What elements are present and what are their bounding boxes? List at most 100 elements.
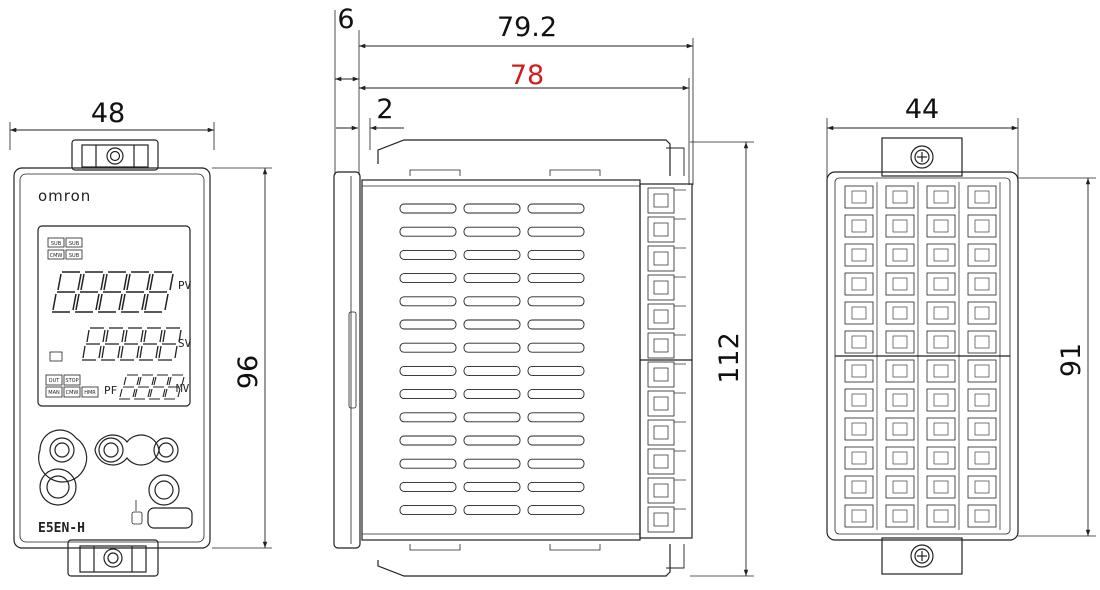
terminal-screw-head [653, 309, 669, 324]
terminal-rear [885, 388, 915, 412]
terminal-rear-inner [974, 422, 990, 436]
terminal-rear-inner [892, 393, 908, 407]
terminal-screw-head [653, 222, 669, 237]
terminal-rear [885, 417, 915, 441]
terminal-rear [885, 214, 915, 238]
lcd-window [37, 225, 191, 407]
terminal-rear [844, 504, 874, 528]
terminal-rear-inner [933, 335, 949, 349]
terminal-rear-inner [851, 190, 867, 204]
terminal-rear-inner [933, 422, 949, 436]
terminal-rear [844, 417, 874, 441]
terminal-rear-inner [933, 364, 949, 378]
vent-slot [463, 435, 521, 446]
terminal-rear [926, 446, 956, 470]
indicator-man: MAN [48, 390, 60, 396]
dimension-side-height: 112 [714, 332, 745, 384]
terminal-rear-inner [851, 422, 867, 436]
vent-slot [399, 296, 457, 307]
terminal-rear-inner [933, 277, 949, 291]
terminal-rear-inner [892, 277, 908, 291]
terminal-rear-inner [974, 277, 990, 291]
vent-slot [399, 412, 457, 423]
terminal-rear-inner [851, 306, 867, 320]
terminal-rear [844, 446, 874, 470]
terminal-rear-inner [892, 422, 908, 436]
sv-display [82, 327, 182, 361]
terminal-screw-head [653, 280, 669, 295]
terminal-screw-side [647, 477, 675, 504]
terminal-rear [844, 243, 874, 267]
vent-slot [463, 505, 521, 516]
front-view [9, 122, 272, 577]
terminal-rear-inner [974, 248, 990, 262]
vent-slot [527, 365, 585, 376]
terminal-rear [926, 330, 956, 354]
vent-slot [463, 389, 521, 400]
indicator-cmw2: CMW [66, 390, 79, 396]
terminal-rear [926, 301, 956, 325]
vent-slot [463, 249, 521, 260]
dimension-front-width: 48 [91, 98, 125, 129]
rear-view [826, 118, 1096, 575]
terminal-rear-inner [851, 277, 867, 291]
terminal-rear [885, 446, 915, 470]
terminal-rear [967, 214, 997, 238]
terminal-rear [967, 475, 997, 499]
side-bezel [333, 171, 361, 549]
brand-logo: omron [38, 187, 91, 205]
model-label: E5EN-H [38, 521, 85, 536]
terminal-rear-inner [892, 451, 908, 465]
vent-slot [463, 273, 521, 284]
terminal-rear [844, 475, 874, 499]
indicator-sub2: SUB [69, 241, 80, 247]
vent-slot [399, 226, 457, 237]
terminal-rear-inner [974, 451, 990, 465]
terminal-rear [967, 417, 997, 441]
dimension-bezel-depth: 6 [337, 4, 354, 35]
vent-slot [527, 249, 585, 260]
vent-slot [463, 412, 521, 423]
vent-slot [399, 389, 457, 400]
mv-display [119, 374, 185, 400]
vent-slot [527, 458, 585, 469]
terminal-screw-side [647, 245, 675, 272]
terminal-rear-inner [851, 219, 867, 233]
vent-slot [463, 458, 521, 469]
terminal-screw-head [653, 512, 669, 527]
vent-slot [463, 481, 521, 492]
vent-slot [399, 273, 457, 284]
front-top-mounting-clip [71, 139, 159, 171]
terminal-rear [926, 243, 956, 267]
vent-slot [463, 342, 521, 353]
terminal-rear-inner [851, 335, 867, 349]
terminal-screw-side [647, 390, 675, 417]
terminal-rear [967, 388, 997, 412]
vent-slot [463, 226, 521, 237]
terminal-rear-inner [851, 451, 867, 465]
terminal-rear-inner [974, 480, 990, 494]
vent-slot [527, 319, 585, 330]
vent-slot [527, 412, 585, 423]
terminal-rear [885, 475, 915, 499]
terminal-rear [885, 272, 915, 296]
terminal-screw-side [647, 332, 675, 359]
vent-slot [399, 365, 457, 376]
terminal-rear [844, 272, 874, 296]
terminal-rear-inner [933, 248, 949, 262]
terminal-rear [967, 330, 997, 354]
terminal-rear [885, 243, 915, 267]
terminal-rear [967, 359, 997, 383]
indicator-cmw: CMW [50, 253, 63, 259]
terminal-rear-inner [892, 480, 908, 494]
terminal-rear [844, 185, 874, 209]
vent-slot [527, 505, 585, 516]
mv-label: MV [176, 382, 190, 395]
rear-housing [826, 171, 1019, 541]
terminal-screw-side [647, 274, 675, 301]
side-terminal-block [639, 183, 693, 539]
terminal-screw-head [653, 251, 669, 266]
terminal-rear [885, 504, 915, 528]
vent-slot [399, 249, 457, 260]
